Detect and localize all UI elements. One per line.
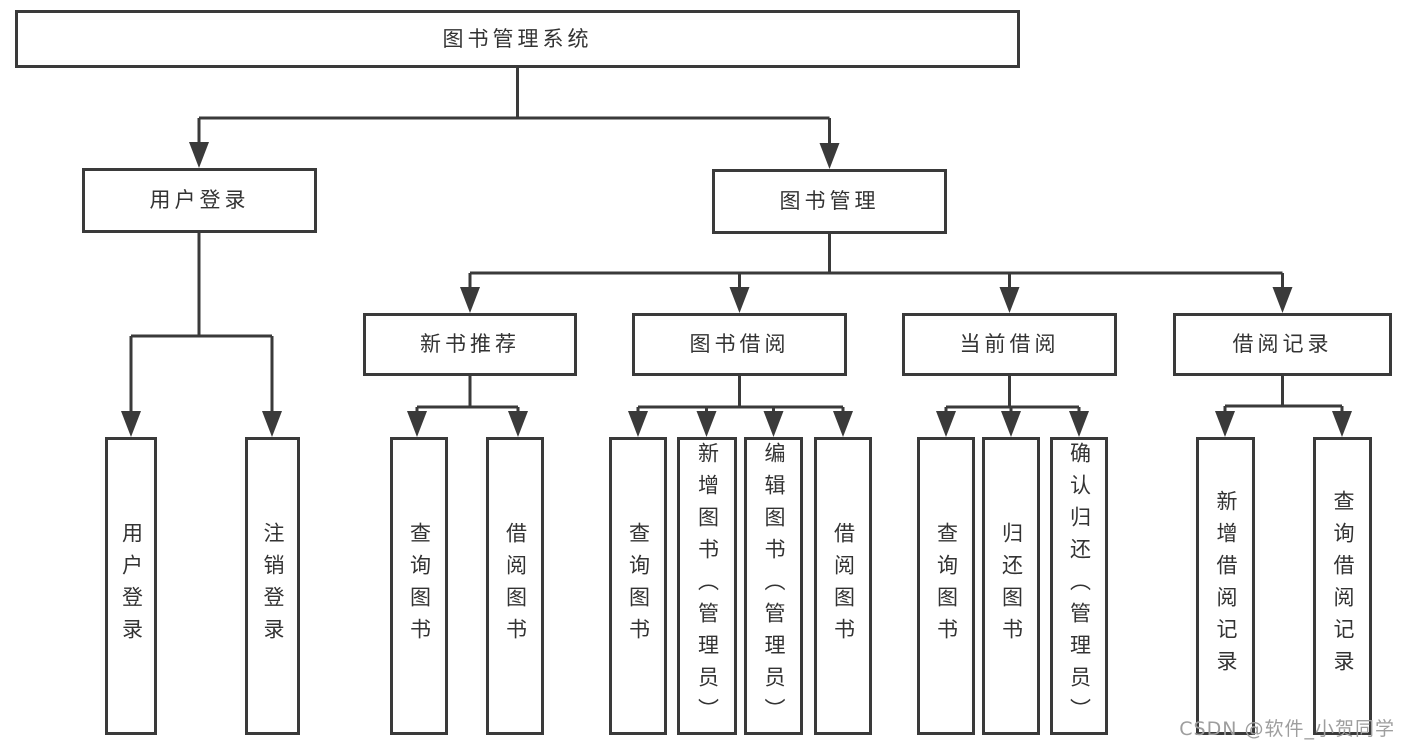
leaf-logout-label: 注销登录 [261, 522, 285, 650]
leaf-query-borrow-record: 查询借阅记录 [1313, 437, 1372, 735]
node-book-management: 图书管理 [712, 169, 947, 234]
node-current-borrowing: 当前借阅 [902, 313, 1117, 376]
leaf-return-book: 归还图书 [982, 437, 1040, 735]
leaf-add-book-admin: 新增图书（管理员） [677, 437, 737, 735]
leaf-logout: 注销登录 [245, 437, 300, 735]
leaf-borrow-books-recommend: 借阅图书 [486, 437, 544, 735]
node-borrowing-records-label: 借阅记录 [1232, 332, 1333, 356]
node-user-login: 用户登录 [82, 168, 317, 233]
leaf-query-books-recommend-label: 查询图书 [407, 522, 432, 650]
node-new-book-recommendation: 新书推荐 [363, 313, 577, 376]
node-current-borrowing-label: 当前借阅 [959, 332, 1060, 356]
leaf-query-books-recommend: 查询图书 [390, 437, 448, 735]
leaf-borrow-books-recommend-label: 借阅图书 [503, 522, 528, 650]
node-book-management-label: 图书管理 [779, 189, 880, 213]
leaf-return-book-label: 归还图书 [999, 522, 1024, 650]
leaf-edit-book-admin-label: 编辑图书（管理员） [762, 442, 786, 730]
node-book-borrowing: 图书借阅 [632, 313, 847, 376]
leaf-add-borrow-record-label: 新增借阅记录 [1214, 490, 1238, 682]
leaf-confirm-return-admin-label: 确认归还（管理员） [1067, 442, 1092, 730]
leaf-user-login: 用户登录 [105, 437, 157, 735]
leaf-query-books-borrowing: 查询图书 [609, 437, 667, 735]
node-new-book-recommendation-label: 新书推荐 [420, 332, 520, 356]
leaf-edit-book-admin: 编辑图书（管理员） [744, 437, 803, 735]
watermark-csdn: CSDN @软件_小贺同学 [1179, 718, 1395, 740]
leaf-query-books-current-label: 查询图书 [934, 522, 959, 650]
leaf-borrow-books-label: 借阅图书 [831, 522, 856, 650]
node-borrowing-records: 借阅记录 [1173, 313, 1392, 376]
node-user-login-label: 用户登录 [149, 188, 250, 212]
node-book-borrowing-label: 图书借阅 [689, 332, 790, 356]
leaf-confirm-return-admin: 确认归还（管理员） [1050, 437, 1108, 735]
leaf-user-login-label: 用户登录 [119, 522, 144, 650]
leaf-borrow-books: 借阅图书 [814, 437, 872, 735]
leaf-query-borrow-record-label: 查询借阅记录 [1331, 490, 1355, 682]
leaf-add-borrow-record: 新增借阅记录 [1196, 437, 1255, 735]
node-library-system: 图书管理系统 [15, 10, 1020, 68]
node-library-system-label: 图书管理系统 [442, 26, 593, 51]
leaf-query-books-current: 查询图书 [917, 437, 975, 735]
leaf-query-books-borrowing-label: 查询图书 [626, 522, 651, 650]
leaf-add-book-admin-label: 新增图书（管理员） [695, 442, 720, 730]
